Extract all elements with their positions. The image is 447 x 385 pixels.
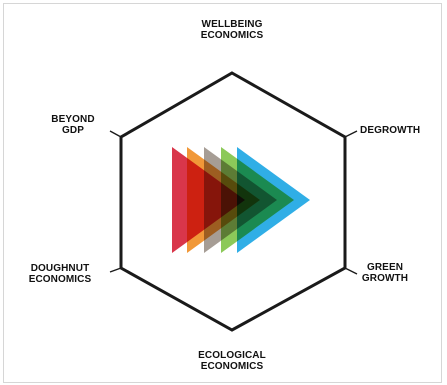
connector-lower-right (344, 267, 358, 275)
node-label-line: DOUGHNUT (30, 263, 90, 274)
node-label-line: ECONOMICS (200, 30, 264, 41)
node-label-line: DEGROWTH (360, 125, 421, 136)
connector-upper-right (344, 130, 358, 138)
node-label-ecological-economics: ECOLOGICAL ECONOMICS (182, 350, 282, 372)
node-label-doughnut-economics: DOUGHNUT ECONOMICS (18, 263, 102, 285)
node-label-degrowth: DEGROWTH (360, 125, 420, 136)
node-label-green-growth: GREEN GROWTH (356, 262, 414, 284)
node-label-line: GROWTH (361, 273, 409, 284)
node-label-wellbeing-economics: WELLBEING ECONOMICS (182, 19, 282, 41)
diagram-frame (3, 3, 442, 383)
connector-upper-left (109, 130, 122, 138)
arrows-logo (172, 147, 310, 253)
node-label-line: GREEN (366, 262, 404, 273)
node-label-line: ECONOMICS (200, 361, 264, 372)
node-label-line: WELLBEING (201, 19, 263, 30)
node-label-line: BEYOND (51, 114, 95, 125)
node-label-line: ECONOMICS (28, 274, 92, 285)
arrow-triangle-blue (237, 147, 310, 253)
node-label-line: GDP (62, 125, 84, 136)
connector-lower-left (109, 267, 122, 273)
node-label-line: ECOLOGICAL (198, 350, 266, 361)
node-label-beyond-gdp: BEYOND GDP (42, 114, 104, 136)
